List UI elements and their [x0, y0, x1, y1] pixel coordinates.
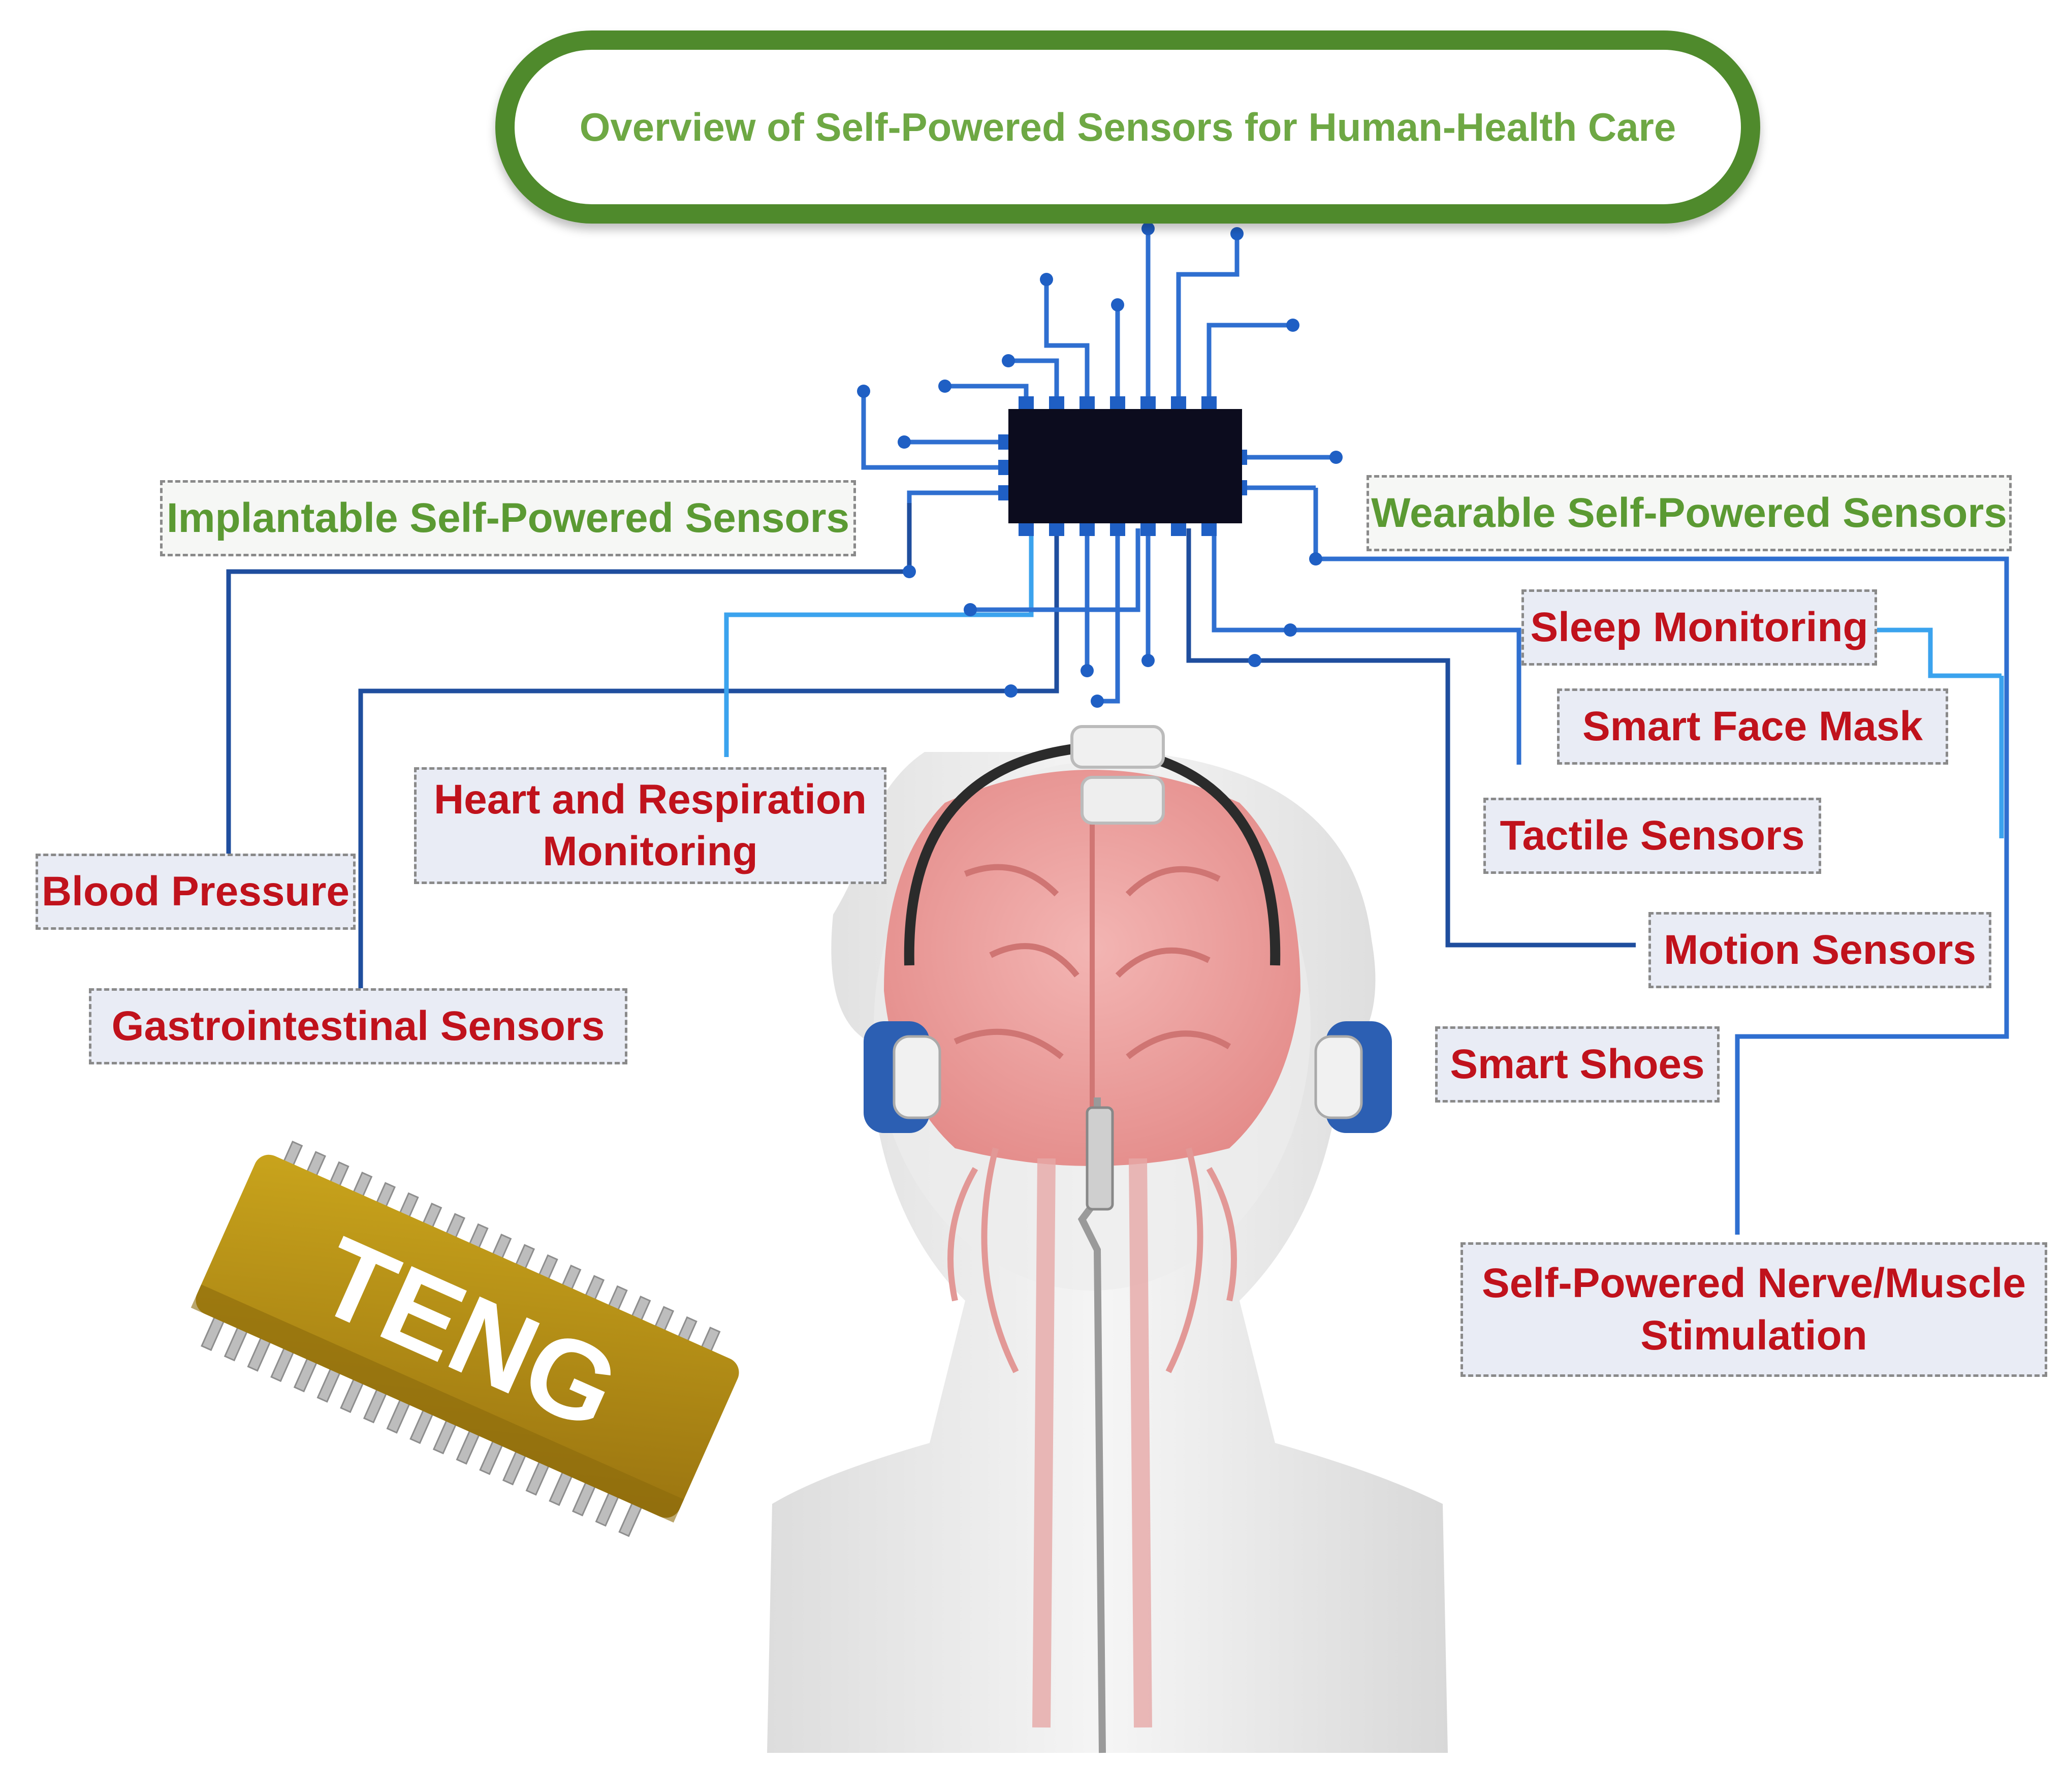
category-implantable-text: Implantable Self-Powered Sensors — [166, 494, 850, 541]
item-smart-shoes-text: Smart Shoes — [1450, 1041, 1705, 1087]
item-stimulation-line1: Self-Powered Nerve/Muscle — [1482, 1260, 2026, 1306]
item-smart-shoes: Smart Shoes — [1435, 1026, 1720, 1103]
line-blood-pressure — [226, 503, 912, 854]
category-implantable: Implantable Self-Powered Sensors — [160, 480, 856, 556]
item-sleep-monitoring: Sleep Monitoring — [1521, 589, 1877, 666]
item-tactile-sensors-text: Tactile Sensors — [1500, 812, 1805, 859]
item-gastrointestinal-text: Gastrointestinal Sensors — [111, 1002, 605, 1049]
diagram-title-pill: Overview of Self-Powered Sensors for Hum… — [495, 30, 1760, 224]
item-blood-pressure: Blood Pressure — [36, 854, 356, 930]
teng-chip: TENG — [190, 1141, 739, 1537]
diagram-title: Overview of Self-Powered Sensors for Hum… — [579, 104, 1676, 149]
line-sleep-face — [1212, 528, 1521, 765]
item-nerve-muscle-stimulation: Self-Powered Nerve/Muscle Stimulation — [1460, 1242, 2047, 1377]
category-wearable: Wearable Self-Powered Sensors — [1367, 475, 2012, 551]
item-heart-respiration-line2: Monitoring — [543, 828, 758, 874]
ic-chip — [998, 396, 1247, 536]
item-motion-sensors-text: Motion Sensors — [1663, 926, 1977, 973]
item-gastrointestinal: Gastrointestinal Sensors — [89, 988, 627, 1064]
line-sleep-bracket — [1875, 627, 2002, 678]
item-blood-pressure-text: Blood Pressure — [41, 868, 350, 915]
item-sleep-monitoring-text: Sleep Monitoring — [1530, 604, 1868, 650]
head-illustration — [767, 725, 1448, 1753]
item-smart-face-mask: Smart Face Mask — [1557, 688, 1948, 765]
line-heart-respiration — [724, 528, 1034, 757]
connection-dots — [857, 222, 1343, 708]
item-stimulation-line2: Stimulation — [1640, 1312, 1867, 1359]
category-wearable-text: Wearable Self-Powered Sensors — [1371, 489, 2007, 536]
chip-pins — [861, 229, 1336, 704]
item-heart-respiration-line1: Heart and Respiration — [433, 776, 867, 823]
item-motion-sensors: Motion Sensors — [1648, 912, 1991, 988]
item-smart-face-mask-text: Smart Face Mask — [1582, 703, 1923, 749]
line-wearable-right — [1313, 488, 2009, 1235]
item-heart-respiration: Heart and Respiration Monitoring — [414, 767, 886, 884]
line-motion — [1186, 528, 1636, 948]
item-tactile-sensors: Tactile Sensors — [1483, 798, 1821, 874]
